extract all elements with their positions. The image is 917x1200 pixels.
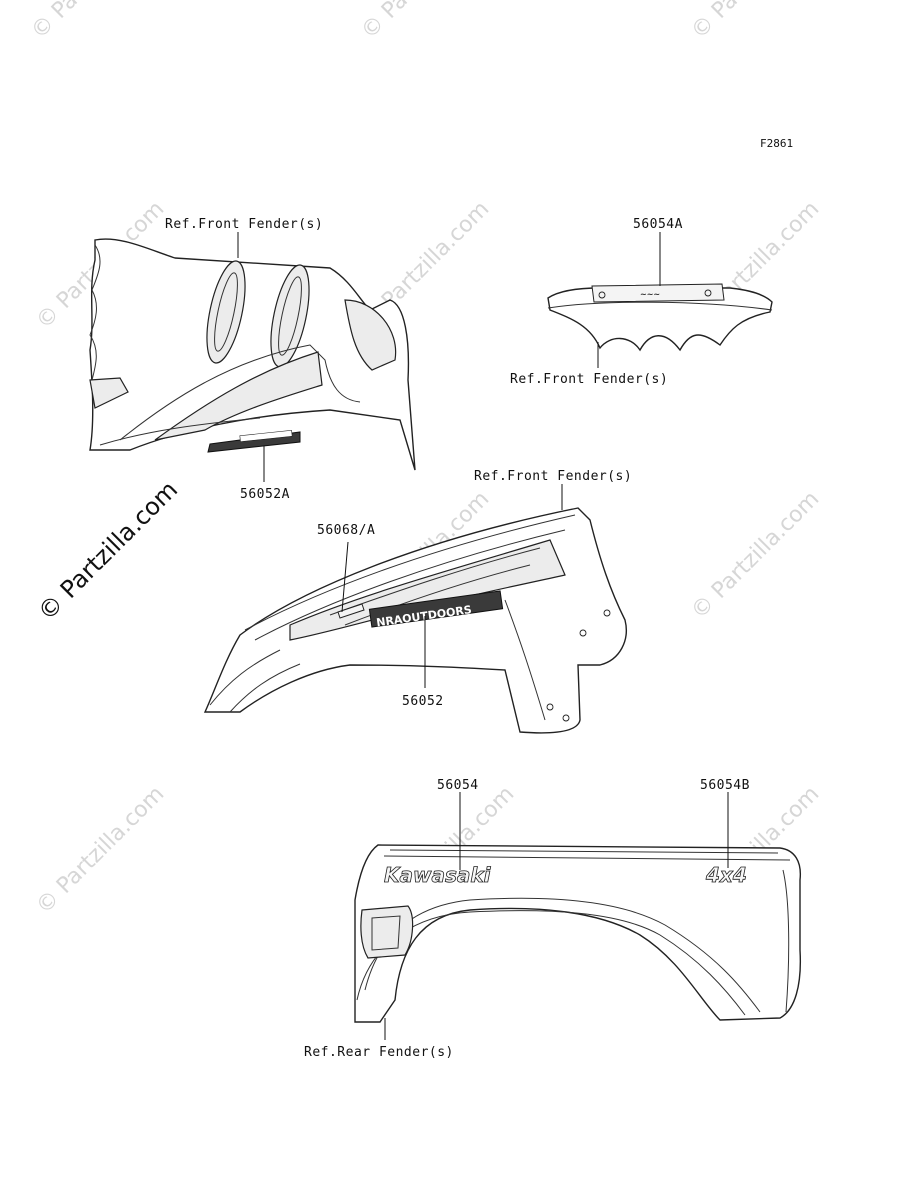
svg-text:~~~: ~~~ — [640, 290, 660, 299]
4x4-decal-text: 4x4 — [705, 863, 747, 887]
label-56068A: 56068/A — [317, 523, 375, 538]
label-ref-front-fender-1: Ref.Front Fender(s) — [165, 217, 323, 232]
watermark: © Partzilla.com — [357, 0, 495, 44]
leader-lines — [237, 232, 729, 1040]
label-56054: 56054 — [437, 778, 479, 793]
rear-fender-illustration: Kawasaki 4x4 — [354, 844, 802, 1023]
front-fender-left-illustration — [89, 238, 416, 471]
watermark: © Partzilla.com — [27, 0, 165, 44]
label-56052A: 56052A — [240, 487, 290, 502]
label-ref-rear-fender: Ref.Rear Fender(s) — [304, 1045, 454, 1060]
watermark-large: © Partzilla.com — [32, 475, 183, 626]
watermark: © Partzilla.com — [687, 0, 825, 44]
front-fender-middle-illustration: NRAOUTDOORS — [203, 507, 627, 734]
watermark: © Partzilla.com — [687, 487, 825, 625]
label-56054A: 56054A — [633, 217, 683, 232]
figure-code: F2861 — [760, 137, 793, 150]
watermark: © Partzilla.com — [32, 782, 170, 920]
label-ref-front-fender-3: Ref.Front Fender(s) — [474, 469, 632, 484]
label-56052: 56052 — [402, 694, 444, 709]
label-56054B: 56054B — [700, 778, 750, 793]
front-fender-right-illustration: ~~~ — [547, 283, 773, 352]
label-ref-front-fender-2: Ref.Front Fender(s) — [510, 372, 668, 387]
kawasaki-decal-text: Kawasaki — [384, 863, 492, 887]
nra-decal — [368, 590, 504, 628]
